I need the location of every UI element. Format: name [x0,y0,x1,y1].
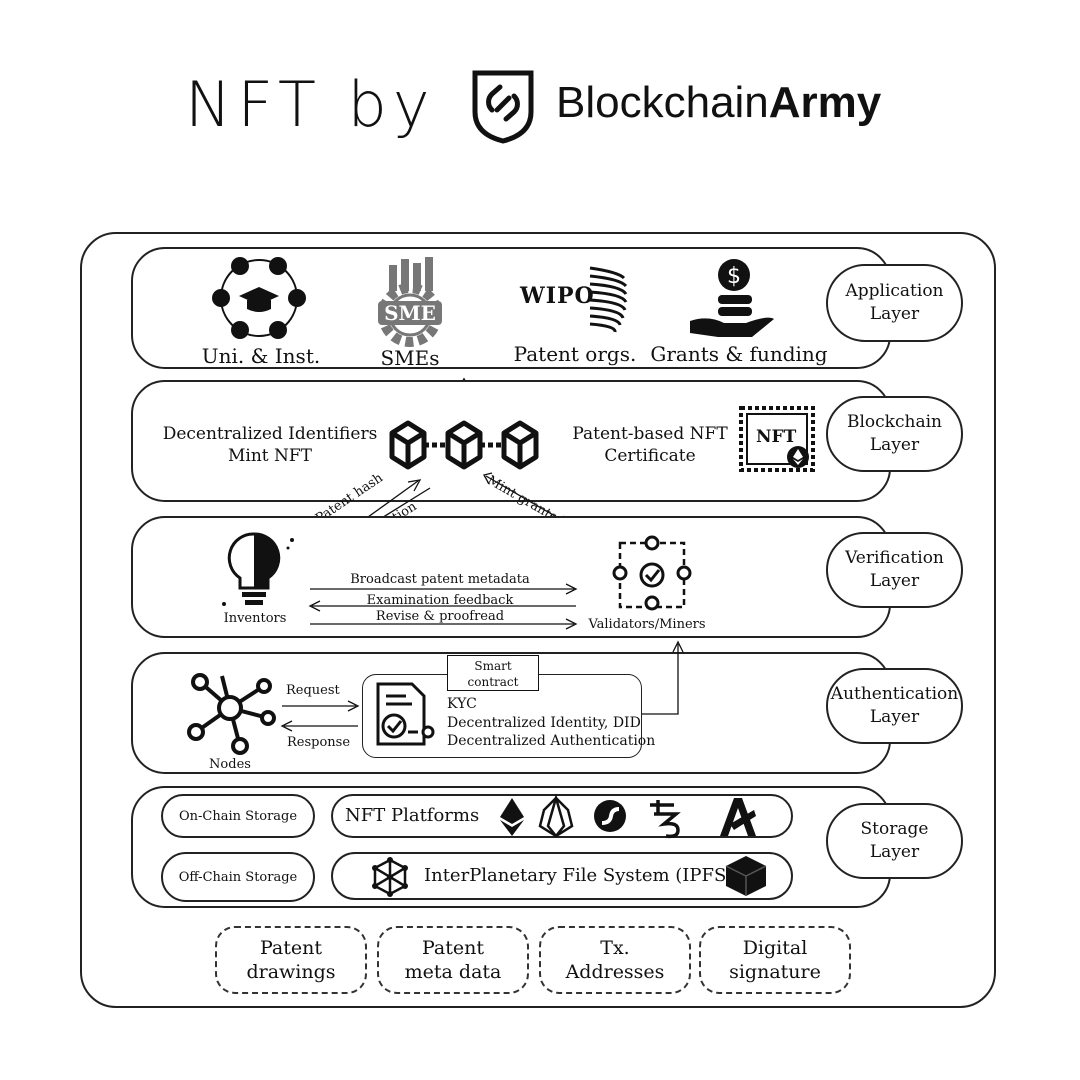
on-chain-storage: On-Chain Storage [161,794,315,838]
wipo-text: WIPO [520,283,595,309]
smart-contract-box: Smart contract [447,655,539,691]
wipo-globe-icon [589,266,628,333]
shield-link-icon [472,70,534,144]
sme-badge: SME [378,301,442,325]
brand-bold: Army [768,78,882,127]
header: NFT by BlockchainArmy [0,60,1080,150]
data-item-patent-drawings: Patent drawings [215,926,367,994]
title-prefix: NFT by [185,68,436,141]
request-label: Request [286,683,340,698]
blockchain-left-line-1: Decentralized Identifiers [162,424,378,444]
off-chain-storage: Off-Chain Storage [161,852,315,902]
ipfs-box [331,852,793,900]
algorand-icon [720,798,756,836]
application-layer-label: Application Layer [826,264,963,342]
nodes-network-icon [187,673,276,755]
validators-group-icon [612,535,692,611]
ipfs-label: InterPlanetary File System (IPFS) [424,865,734,886]
verification-layer-label: Verification Layer [826,532,963,608]
kyc-line-1: KYC [447,696,477,712]
flow-icon [594,800,626,832]
inventor-lightbulb-icon [222,532,294,606]
data-item-patent-metadata: Patent meta data [377,926,529,994]
inventors-label: Inventors [223,611,287,626]
application-item-smes: SMEs [380,346,440,370]
nft-platforms-label: NFT Platforms [345,805,480,826]
nft-stamp-icon [739,406,815,472]
kyc-line-3: Decentralized Authentication [447,733,656,749]
application-item-grants: Grants & funding [650,342,828,366]
examination-label: Examination feedback [366,593,514,608]
broadcast-label: Broadcast patent metadata [350,572,530,587]
kyc-line-2: Decentralized Identity, DID [447,715,641,731]
response-label: Response [287,735,351,750]
storage-layer-label: Storage Layer [826,803,963,879]
application-item-patent-orgs: Patent orgs. [513,342,637,366]
ipfs-cube-icon [725,856,767,896]
blockchain-layer [131,380,891,502]
nft-stamp-text: NFT [756,427,797,447]
authentication-layer-label: Authentication Layer [826,668,963,744]
brand-regular: Blockchain [556,78,769,127]
validators-label: Validators/Miners [588,617,706,632]
contract-check-icon [376,682,435,746]
brand-name: BlockchainArmy [556,78,881,128]
nft-platform-icons [500,793,756,839]
revise-label: Revise & proofread [375,609,505,624]
blockchain-cubes-icon [389,420,539,470]
svg-text:$: $ [727,264,741,289]
blockchain-left-line-2: Mint NFT [227,446,313,466]
data-item-tx-addresses: Tx. Addresses [539,926,691,994]
eos-icon [538,793,574,839]
tezos-icon [650,800,681,839]
data-item-digital-signature: Digital signature [699,926,851,994]
nodes-label: Nodes [209,757,251,772]
diagram-frame [80,232,996,1008]
blockchain-right-line-2: Certificate [604,446,696,466]
ipfs-network-icon [372,857,408,897]
blockchain-right-line-1: Patent-based NFT [572,424,728,444]
application-item-uni: Uni. & Inst. [201,344,321,368]
university-icon [212,257,306,339]
blockchain-layer-label: Blockchain Layer [826,396,963,472]
hand-coin-icon: $ [690,259,774,337]
ethereum-icon [500,798,524,836]
